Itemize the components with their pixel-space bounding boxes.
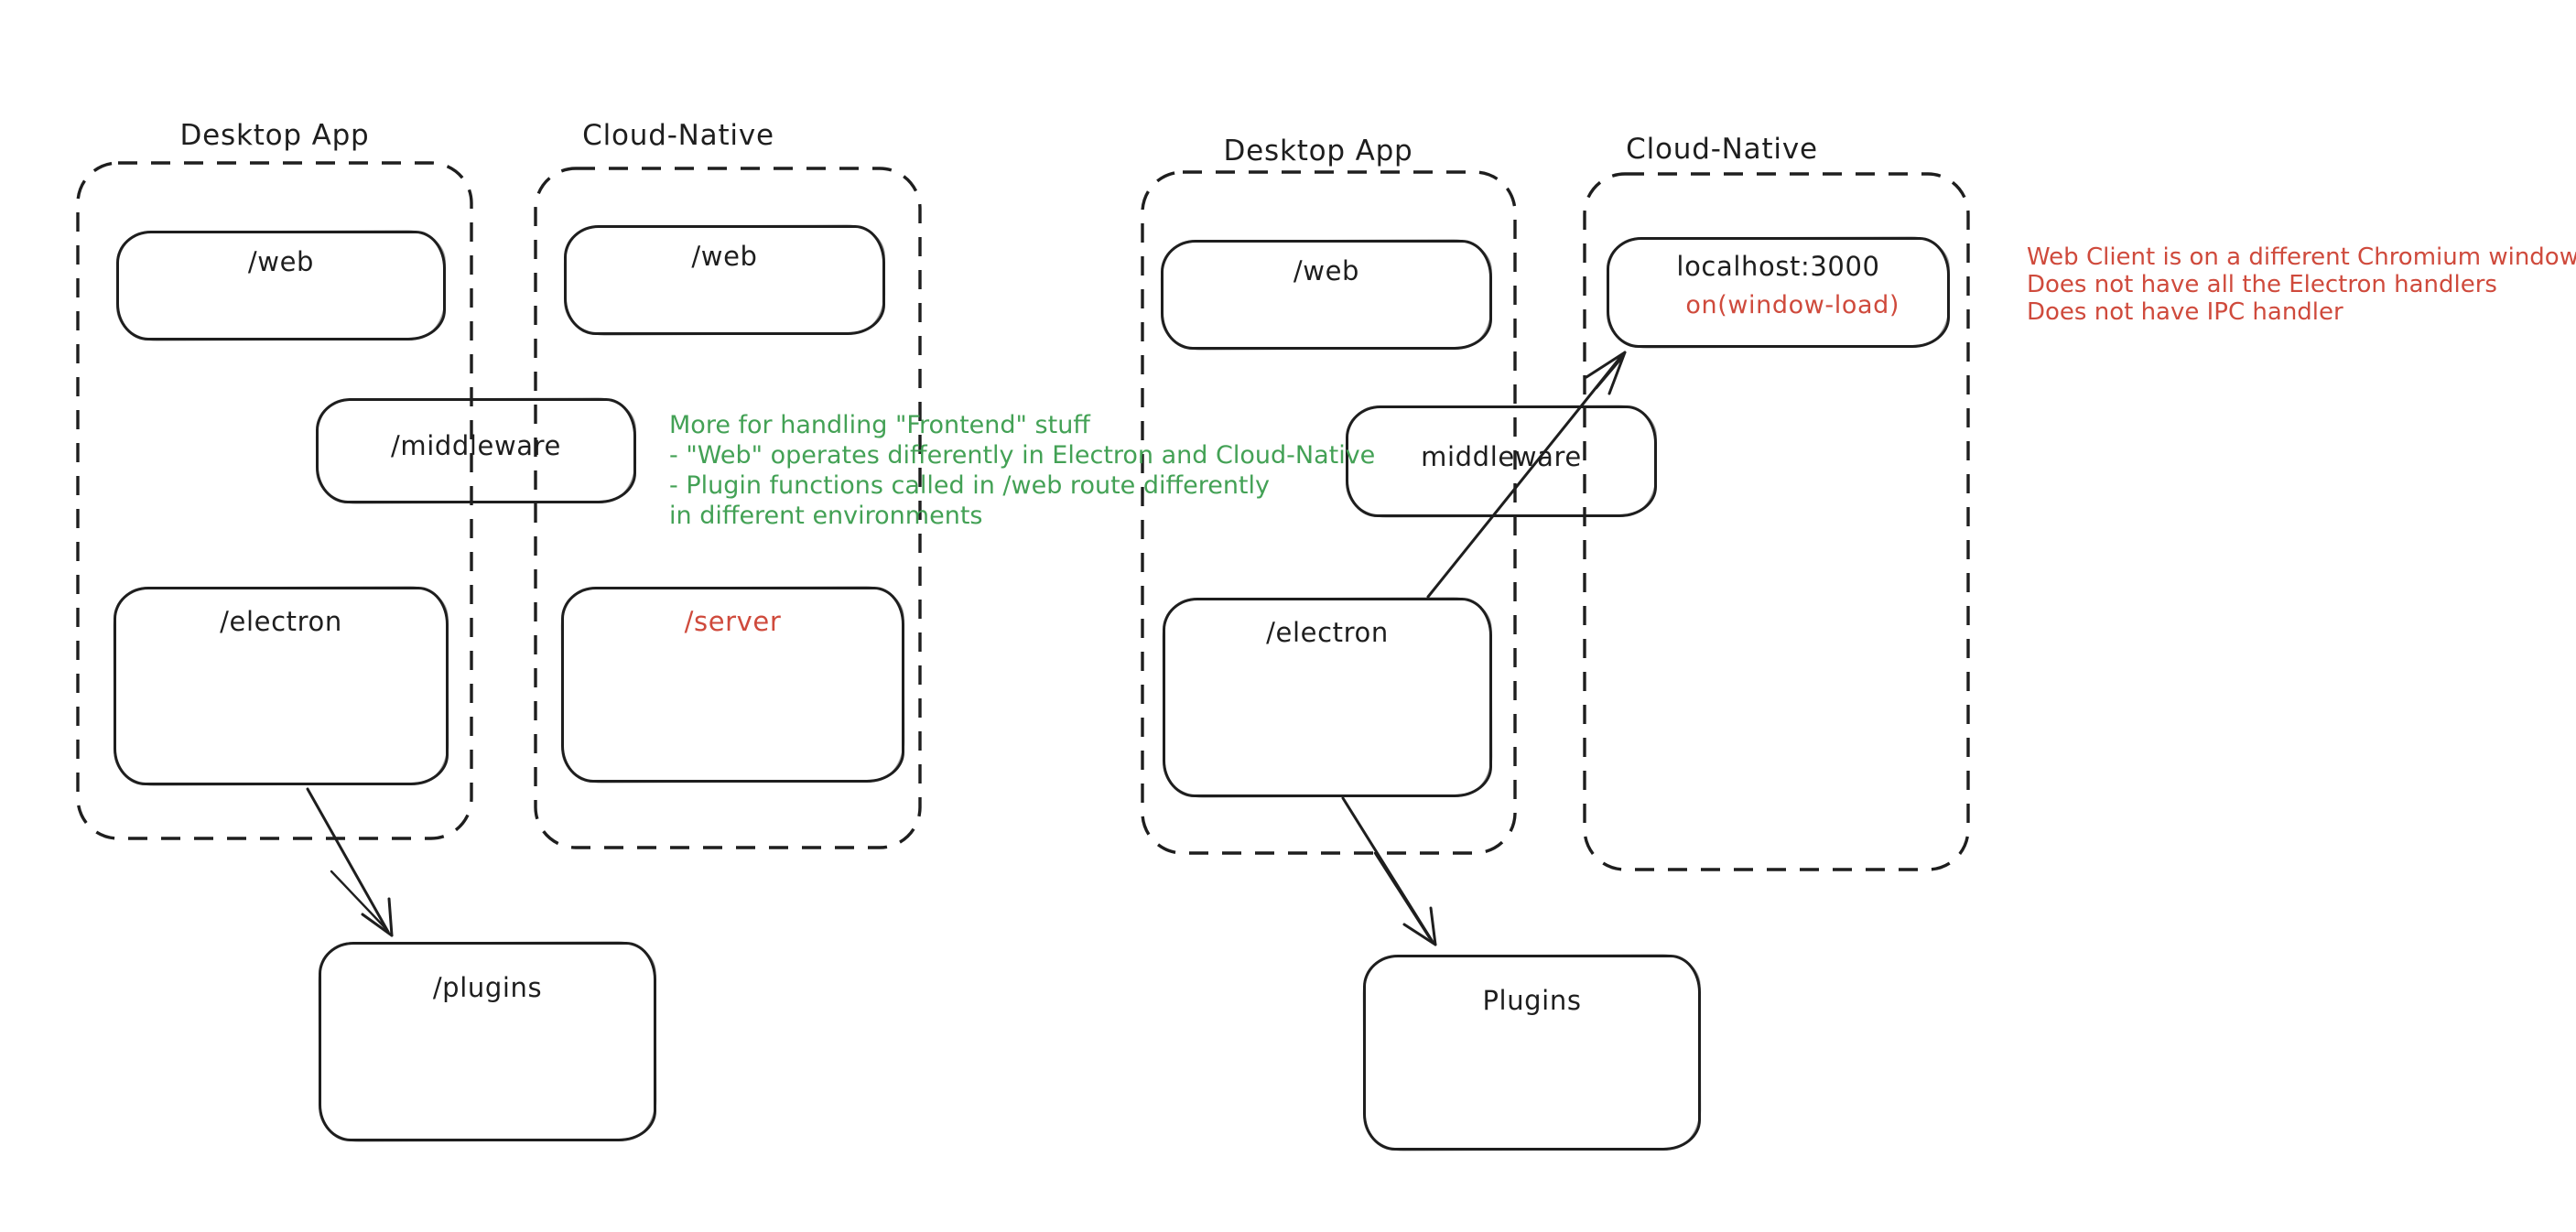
red-annotation: Web Client is on a different Chromium wi… <box>2027 243 2576 326</box>
box-electron-right: /electron <box>1163 598 1492 797</box>
box-web-right-label: /web <box>1293 255 1360 286</box>
box-middleware-right: middleware <box>1346 405 1657 517</box>
box-localhost-3000-label: localhost:3000 <box>1676 251 1880 282</box>
group-label-desktop-app-right: Desktop App <box>1223 135 1413 168</box>
green-annotation-line-4: in different environments <box>669 502 983 530</box>
on-window-load-label: on(window-load) <box>1685 291 1900 319</box>
group-label-cloud-native-left: Cloud-Native <box>582 119 774 152</box>
green-annotation-line-1: More for handling "Frontend" stuff <box>669 411 1090 439</box>
box-middleware-left: /middleware <box>316 398 636 503</box>
box-plugins-right: Plugins <box>1363 955 1701 1151</box>
green-annotation-line-2: - "Web" operates differently in Electron… <box>669 441 1376 470</box>
red-annotation-line-1: Web Client is on a different Chromium wi… <box>2027 243 2576 271</box>
box-plugins-left: /plugins <box>319 942 656 1141</box>
box-middleware-left-label: /middleware <box>390 430 561 461</box>
green-annotation-line-3: - Plugin functions called in /web route … <box>669 471 1271 500</box>
green-annotation: More for handling "Frontend" stuff - "We… <box>669 410 1375 531</box>
box-server-left: /server <box>561 587 904 783</box>
group-label-desktop-app-left: Desktop App <box>179 119 370 152</box>
box-web-left-cloud: /web <box>564 225 885 335</box>
arrow-electron-to-plugins-right <box>1341 796 1437 946</box>
box-electron-left: /electron <box>114 587 449 785</box>
red-annotation-line-2: Does not have all the Electron handlers <box>2027 271 2497 298</box>
group-label-cloud-native-right: Cloud-Native <box>1626 133 1818 166</box>
box-localhost-3000: localhost:3000 on(window-load) <box>1607 237 1950 348</box>
box-electron-right-label: /electron <box>1266 617 1389 648</box>
arrow-electron-to-plugins-left <box>306 787 394 937</box>
box-web-right: /web <box>1161 240 1492 350</box>
red-annotation-line-3: Does not have IPC handler <box>2027 298 2343 326</box>
box-web-left-desktop: /web <box>116 231 446 340</box>
box-server-left-label: /server <box>684 606 782 637</box>
box-plugins-left-label: /plugins <box>432 972 543 1003</box>
box-web-left-desktop-label: /web <box>247 246 315 277</box>
box-electron-left-label: /electron <box>220 606 342 637</box>
box-web-left-cloud-label: /web <box>691 241 758 272</box>
box-plugins-right-label: Plugins <box>1482 985 1582 1016</box>
box-middleware-right-label: middleware <box>1421 441 1582 472</box>
